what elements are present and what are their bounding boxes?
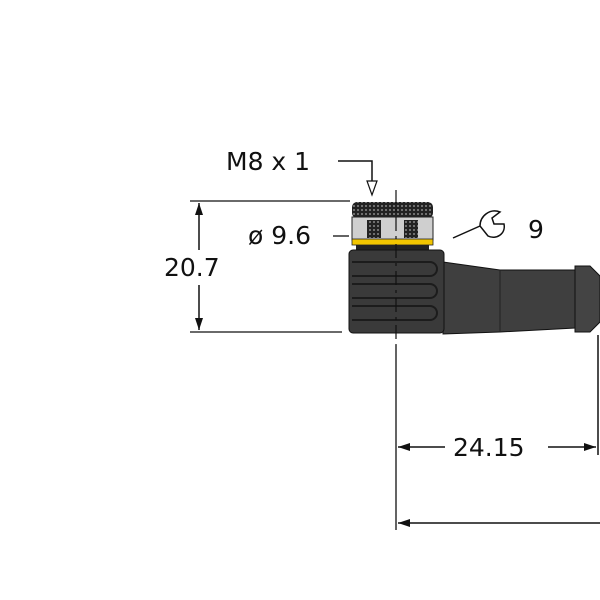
coupling-nut — [351, 202, 434, 250]
connector-body — [348, 249, 600, 335]
wrench-size-label: 9 — [528, 215, 544, 244]
height-label: 20.7 — [164, 253, 220, 282]
diameter-label: ø 9.6 — [248, 221, 311, 250]
length-label: 24.15 — [453, 433, 525, 462]
wrench-icon — [452, 210, 505, 239]
thread-label: M8 x 1 — [226, 147, 310, 176]
thread-arrow-icon — [366, 180, 378, 197]
thread-leader — [338, 160, 373, 182]
